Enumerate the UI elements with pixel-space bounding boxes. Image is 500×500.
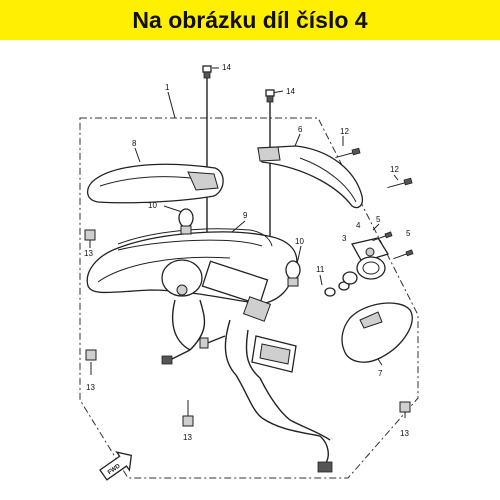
callout-10b: 10 [295, 237, 304, 246]
part-7-lower-lens [341, 302, 413, 363]
part-10-bulb-right [285, 260, 301, 287]
callout-4: 4 [356, 221, 361, 230]
callout-14b: 14 [286, 87, 295, 96]
callout-13c: 13 [183, 433, 192, 442]
callout-13b: 13 [86, 383, 95, 392]
callout-12b: 12 [390, 165, 399, 174]
callout-3: 3 [342, 234, 347, 243]
part-10-bulb-left [178, 208, 194, 235]
callout-13d: 13 [400, 429, 409, 438]
banner-title: Na obrázku díl číslo 4 [132, 7, 368, 33]
callout-9: 9 [243, 211, 248, 220]
callout-5b: 5 [406, 229, 411, 238]
assembly-outline [79, 117, 419, 479]
callout-14a: 14 [222, 63, 231, 72]
part-3-ring [356, 256, 386, 280]
callout-8: 8 [132, 139, 137, 148]
part-8-upper-lens [87, 163, 224, 204]
part-4-grommet-holder [351, 237, 389, 263]
callout-11: 11 [316, 265, 325, 274]
part-6-right-lens [257, 145, 364, 209]
callout-10a: 10 [148, 201, 157, 210]
part-5-screws [372, 231, 414, 260]
fwd-arrow-icon: FWD [99, 451, 133, 481]
wiring-harness [161, 299, 333, 473]
part-11-grommets [324, 271, 358, 297]
callout-12a: 12 [340, 127, 349, 136]
callout-5a: 5 [376, 215, 381, 224]
callout-7: 7 [378, 369, 383, 378]
callout-labels: 1 14 14 8 6 12 12 10 9 10 4 5 5 3 11 7 1… [84, 63, 411, 442]
header-banner [0, 0, 500, 40]
part-9-rim [117, 228, 273, 247]
socket-assembly [161, 259, 297, 373]
leader-lines [89, 67, 406, 418]
part-13-clips [84, 229, 411, 427]
callout-13a: 13 [84, 249, 93, 258]
part-12-screws [335, 147, 413, 189]
callout-6: 6 [298, 125, 303, 134]
callout-1: 1 [165, 83, 170, 92]
